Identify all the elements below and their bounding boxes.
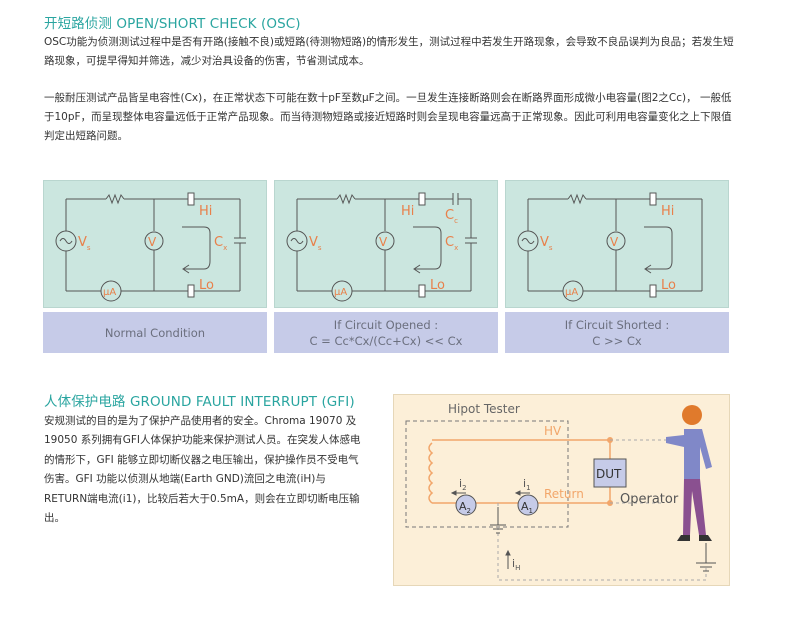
caption-normal: Normal Condition	[43, 312, 267, 353]
lo-label: Lo	[661, 278, 676, 293]
voltmeter-label: V	[379, 235, 388, 249]
caption-shorted-equation: C >> Cx	[592, 333, 642, 348]
ih-label: iH	[512, 557, 520, 572]
hi-label: Hi	[401, 204, 414, 219]
hv-label: HV	[544, 424, 562, 438]
circuit-diagram-normal: Hi Lo V μA Vs Cx	[43, 180, 267, 308]
a2-label: A2	[459, 500, 471, 515]
ammeter-label: μA	[565, 287, 578, 298]
caption-opened-line1: If Circuit Opened :	[333, 317, 439, 332]
caption-opened: If Circuit Opened : C = Cc*Cx/(Cc+Cx) <<…	[274, 312, 498, 353]
caption-shorted: If Circuit Shorted : C >> Cx	[505, 312, 729, 353]
cx-label: Cx	[445, 235, 458, 252]
i2-label: i2	[459, 477, 467, 492]
hipot-tester-label: Hipot Tester	[448, 402, 520, 416]
circuit-shorted-svg: Hi Lo V μA Vs	[517, 192, 703, 302]
operator-label: Operator	[620, 492, 679, 507]
gfi-section-title: 人体保护电路 GROUND FAULT INTERRUPT (GFI)	[44, 394, 355, 410]
dut-label: DUT	[596, 467, 622, 481]
caption-normal-text: Normal Condition	[104, 325, 206, 340]
lo-label: Lo	[199, 278, 214, 293]
caption-shorted-line1: If Circuit Shorted :	[564, 317, 670, 332]
osc-section-title: 开短路侦测 OPEN/SHORT CHECK (OSC)	[44, 16, 301, 32]
hi-label: Hi	[199, 204, 212, 219]
gfi-diagram-svg: A2 A1 i2 i1 iH DUT Hipot Tes	[405, 402, 716, 581]
cc-label: Cc	[445, 208, 458, 225]
cx-label: Cx	[214, 235, 227, 252]
circuit-diagram-opened: Hi Lo V μA Vs Cc Cx	[274, 180, 498, 308]
voltmeter-label: V	[610, 235, 619, 249]
return-label: Return	[544, 487, 584, 501]
gfi-diagram: A2 A1 i2 i1 iH DUT Hipot Tes	[393, 394, 730, 586]
i1-label: i1	[523, 477, 531, 492]
a1-label: A1	[521, 500, 533, 515]
osc-paragraph-1: OSC功能为侦测测试过程中是否有开路(接触不良)或短路(待测物短路)的情形发生，…	[44, 36, 734, 67]
ammeter-label: μA	[103, 287, 116, 298]
gfi-paragraph: 安规测试的目的是为了保护产品使用者的安全。Chroma 19070 及 1905…	[44, 415, 361, 525]
circuit-normal-svg: Hi Lo V μA Vs Cx	[55, 192, 246, 302]
circuit-opened-svg: Hi Lo V μA Vs Cc Cx	[286, 192, 477, 302]
operator-figure	[666, 405, 712, 541]
hi-label: Hi	[661, 204, 674, 219]
voltmeter-label: V	[148, 235, 157, 249]
vs-label: Vs	[309, 235, 322, 252]
circuit-diagram-shorted: Hi Lo V μA Vs	[505, 180, 729, 308]
lo-label: Lo	[430, 278, 445, 293]
vs-label: Vs	[78, 235, 91, 252]
osc-paragraph-2: 一般耐压测试产品皆呈电容性(Cx)，在正常状态下可能在数十pF至数μF之间。一旦…	[44, 92, 732, 142]
ammeter-label: μA	[334, 287, 347, 298]
vs-label: Vs	[540, 235, 553, 252]
caption-opened-equation: C = Cc*Cx/(Cc+Cx) << Cx	[309, 333, 463, 348]
